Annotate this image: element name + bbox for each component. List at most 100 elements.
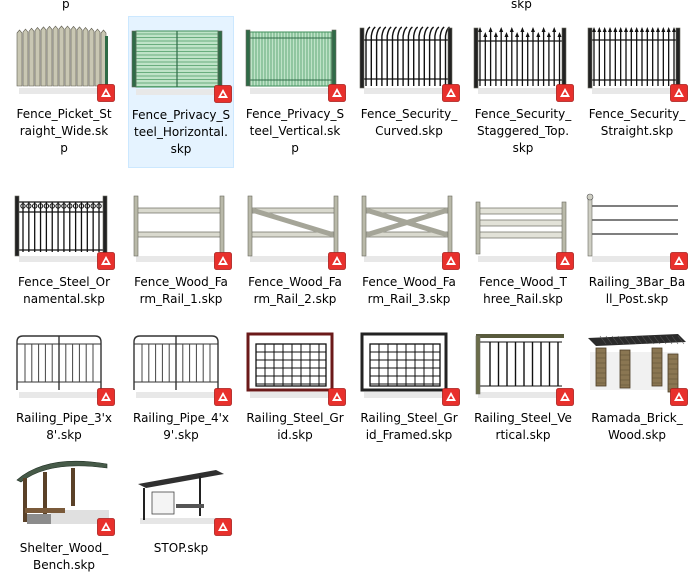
file-item[interactable]: Fence_Security_ Straight.skp (584, 16, 690, 140)
model-preview-image (247, 195, 339, 262)
file-name-line: Ramada_Brick_ (591, 411, 683, 425)
file-name-label: Shelter_Wood_Bench.skp (14, 540, 114, 574)
file-name-label: Fence_Steel_Or namental.skp (14, 274, 114, 308)
file-name-line: rm_Rail_3.skp (367, 292, 451, 306)
file-name-label: STOP.skp (131, 540, 231, 557)
file-thumbnail (584, 184, 690, 270)
model-preview-image (586, 193, 678, 262)
sketchup-file-icon (328, 388, 346, 406)
partial-filename-label: skp (511, 0, 532, 11)
file-thumbnail (242, 184, 348, 270)
file-item[interactable]: STOP.skp (128, 450, 234, 557)
file-thumbnail (242, 320, 348, 406)
model-preview-image (133, 195, 225, 262)
sketchup-file-icon (556, 84, 574, 102)
file-name-line: Bench.skp (32, 558, 96, 572)
model-preview-image (16, 335, 105, 398)
file-name-line: namental.skp (23, 292, 105, 306)
file-thumbnail (11, 320, 117, 406)
file-item[interactable]: Fence_Wood_Fa rm_Rail_2.skp (242, 184, 348, 308)
file-name-line: Railing_Pipe_3'x (16, 411, 112, 425)
file-thumbnail (128, 450, 234, 536)
sketchup-file-icon (214, 518, 232, 536)
file-thumbnail (584, 320, 690, 406)
file-item[interactable]: Fence_Wood_Fa rm_Rail_1.skp (128, 184, 234, 308)
file-name-line: id.skp (277, 428, 313, 442)
file-name-label: Railing_Steel_Gr id.skp (245, 410, 345, 444)
partial-filename-label: p (62, 0, 70, 11)
file-item[interactable]: Ramada_Brick_ Wood.skp (584, 320, 690, 444)
file-item[interactable]: Shelter_Wood_Bench.skp (11, 450, 117, 574)
file-thumbnail (11, 16, 117, 102)
file-name-label: Railing_Pipe_3'x 8'.skp (14, 410, 114, 444)
model-preview-image (131, 30, 223, 95)
file-name-line: Fence_Picket_St (16, 107, 112, 121)
file-name-line: Railing_Steel_Gr (360, 411, 458, 425)
sketchup-file-icon (442, 388, 460, 406)
file-item[interactable]: Railing_Pipe_3'x 8'.skp (11, 320, 117, 444)
file-name-line: Wood.skp (607, 428, 667, 442)
file-item[interactable]: Railing_Steel_Gr id.skp (242, 320, 348, 444)
file-thumbnail (356, 16, 462, 102)
sketchup-file-icon (97, 252, 115, 270)
model-preview-image (360, 332, 450, 398)
file-name-line: rm_Rail_2.skp (253, 292, 337, 306)
model-preview-image (475, 334, 564, 398)
file-name-label: Ramada_Brick_ Wood.skp (587, 410, 687, 444)
file-thumbnail (470, 184, 576, 270)
file-name-line: Staggered_Top. (476, 124, 570, 138)
file-name-line: Fence_Security_ (474, 107, 572, 121)
file-name-line: Fence_Wood_Fa (248, 275, 342, 289)
file-name-line: Fence_Security_ (588, 107, 686, 121)
file-name-line: Railing_Pipe_4'x (133, 411, 229, 425)
model-preview-image (16, 25, 108, 94)
file-name-line: Railing_Steel_Gr (246, 411, 344, 425)
sketchup-file-icon (97, 84, 115, 102)
file-name-line: p (60, 141, 68, 155)
model-preview-image (246, 332, 336, 398)
model-preview-image (588, 334, 686, 393)
model-preview-image (587, 27, 681, 94)
file-name-line: skp (512, 141, 534, 155)
sketchup-file-icon (214, 85, 232, 103)
file-name-label: Fence_Security_ Staggered_Top.skp (473, 106, 573, 157)
file-name-line: rm_Rail_1.skp (139, 292, 223, 306)
file-thumbnail (128, 17, 234, 103)
file-name-line: teel_Vertical.sk (249, 124, 341, 138)
file-item[interactable]: Fence_Security_ Staggered_Top.skp (470, 16, 576, 157)
sketchup-file-icon (442, 84, 460, 102)
file-name-line: Fence_Privacy_S (245, 107, 345, 121)
file-name-line: Railing_3Bar_Ba (588, 275, 686, 289)
file-name-line: Straight.skp (600, 124, 674, 138)
file-item[interactable]: Fence_Security_Curved.skp (356, 16, 462, 140)
file-thumbnail (128, 320, 234, 406)
file-name-line: Fence_Steel_Or (17, 275, 110, 289)
model-preview-image (473, 27, 567, 94)
file-name-line: 8'.skp (46, 428, 82, 442)
model-preview-image (14, 195, 108, 262)
sketchup-file-icon (556, 388, 574, 406)
file-item[interactable]: Fence_Steel_Or namental.skp (11, 184, 117, 308)
file-thumbnail (470, 16, 576, 102)
model-preview-image (361, 195, 453, 262)
file-thumbnail (470, 320, 576, 406)
file-name-line: skp (170, 142, 192, 156)
sketchup-file-icon (670, 84, 688, 102)
file-name-line: Fence_Security_ (360, 107, 458, 121)
file-name-line: Railing_Steel_Ve (474, 411, 572, 425)
file-name-line: Fence_Wood_Fa (134, 275, 228, 289)
sketchup-file-icon (556, 252, 574, 270)
file-thumbnail (356, 184, 462, 270)
